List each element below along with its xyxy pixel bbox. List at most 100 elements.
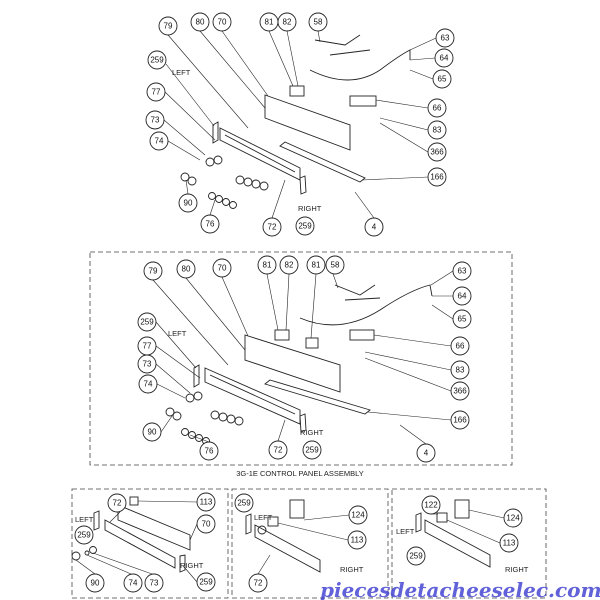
- svg-text:81: 81: [263, 261, 272, 270]
- variant-box-1: [71, 488, 229, 599]
- svg-text:73: 73: [151, 116, 160, 125]
- callout: 64: [434, 48, 454, 68]
- callout: 58: [325, 255, 345, 275]
- svg-text:90: 90: [91, 579, 100, 588]
- svg-text:82: 82: [285, 261, 294, 270]
- svg-text:81: 81: [265, 18, 274, 27]
- end-cap-right: [299, 413, 307, 433]
- bottom2-callouts: 259 124 113 72: [234, 493, 368, 593]
- callout: 72: [107, 493, 127, 513]
- svg-text:4: 4: [372, 223, 377, 232]
- svg-text:58: 58: [331, 261, 340, 270]
- callout: 259: [147, 50, 167, 70]
- bottom1-callouts: 72 113 70 259 90 74 73 259: [74, 492, 216, 593]
- valves: [349, 95, 377, 107]
- bottom2-parts: [245, 499, 321, 573]
- callout: 82: [277, 12, 297, 32]
- top-leaders: [163, 30, 437, 219]
- svg-text:73: 73: [143, 360, 152, 369]
- callout: 366: [427, 142, 447, 162]
- svg-text:259: 259: [140, 318, 154, 327]
- callout: 66: [450, 336, 470, 356]
- end-cap-left: [245, 513, 252, 535]
- callout: 79: [143, 261, 163, 281]
- callout: 73: [137, 354, 157, 374]
- right-label: RIGHT: [298, 204, 322, 213]
- switch: [274, 329, 290, 341]
- svg-text:82: 82: [283, 18, 292, 27]
- callout: 81: [257, 255, 277, 275]
- svg-text:113: 113: [503, 539, 516, 548]
- right-label: RIGHT: [340, 565, 364, 574]
- assembly-box-3g-1e: [89, 251, 513, 466]
- callout: 74: [138, 374, 158, 394]
- svg-text:76: 76: [205, 447, 214, 456]
- callout: 72: [268, 440, 288, 460]
- svg-text:74: 74: [144, 380, 153, 389]
- callout: 122: [421, 495, 441, 515]
- svg-text:65: 65: [458, 315, 467, 324]
- end-cap-left: [415, 512, 422, 533]
- svg-text:122: 122: [424, 501, 438, 510]
- callout: 83: [450, 360, 470, 380]
- front-panel: [219, 127, 301, 181]
- callout: 259: [74, 525, 94, 545]
- svg-text:259: 259: [298, 222, 312, 231]
- svg-text:70: 70: [202, 520, 211, 529]
- callout: 259: [137, 312, 157, 332]
- callout: 77: [146, 82, 166, 102]
- switch: [305, 337, 319, 349]
- callout: 259: [406, 546, 426, 566]
- callout: 76: [200, 214, 220, 234]
- svg-text:72: 72: [274, 446, 283, 455]
- svg-text:73: 73: [150, 579, 159, 588]
- end-cap-right: [179, 554, 186, 573]
- svg-text:66: 66: [456, 342, 465, 351]
- callout: 259: [234, 493, 254, 513]
- gas-manifold: [299, 284, 433, 326]
- svg-text:83: 83: [456, 366, 465, 375]
- svg-text:166: 166: [453, 416, 467, 425]
- svg-text:72: 72: [113, 499, 122, 508]
- svg-text:259: 259: [409, 552, 423, 561]
- svg-text:66: 66: [433, 104, 442, 113]
- variant-box-2: [231, 488, 389, 599]
- bottom1-parts: [71, 496, 191, 573]
- callout: 81: [259, 12, 279, 32]
- callout: 113: [499, 533, 519, 553]
- right-label: RIGHT: [505, 565, 529, 574]
- middle-assembly-parts: [165, 284, 433, 445]
- gas-tubes: [314, 34, 371, 56]
- callout: 76: [199, 441, 219, 461]
- callout: 80: [176, 259, 196, 279]
- callout: 73: [144, 573, 164, 593]
- top-assembly-parts: [180, 34, 411, 209]
- control-panel: [264, 94, 351, 151]
- plate: [289, 499, 305, 519]
- callout: 63: [452, 261, 472, 281]
- svg-text:259: 259: [199, 578, 213, 587]
- callout: 70: [212, 258, 232, 278]
- svg-text:259: 259: [150, 56, 164, 65]
- svg-text:79: 79: [149, 267, 158, 276]
- svg-text:83: 83: [433, 126, 442, 135]
- bottom3-callouts: 122 124 113 259: [406, 495, 523, 566]
- gas-tubes: [334, 284, 381, 301]
- svg-text:80: 80: [196, 18, 205, 27]
- switch: [436, 512, 448, 523]
- callout: 64: [452, 286, 472, 306]
- left-label: LEFT: [172, 68, 191, 77]
- front-panel: [204, 367, 301, 425]
- callout: 65: [432, 69, 452, 89]
- callout: 74: [149, 131, 169, 151]
- svg-text:72: 72: [268, 223, 277, 232]
- svg-text:124: 124: [506, 514, 520, 523]
- callout: 77: [137, 336, 157, 356]
- callout: 90: [178, 193, 198, 213]
- callout: 4: [416, 443, 436, 463]
- callout: 70: [196, 514, 216, 534]
- svg-text:76: 76: [206, 220, 215, 229]
- svg-text:64: 64: [458, 292, 467, 301]
- callout: 58: [308, 12, 328, 32]
